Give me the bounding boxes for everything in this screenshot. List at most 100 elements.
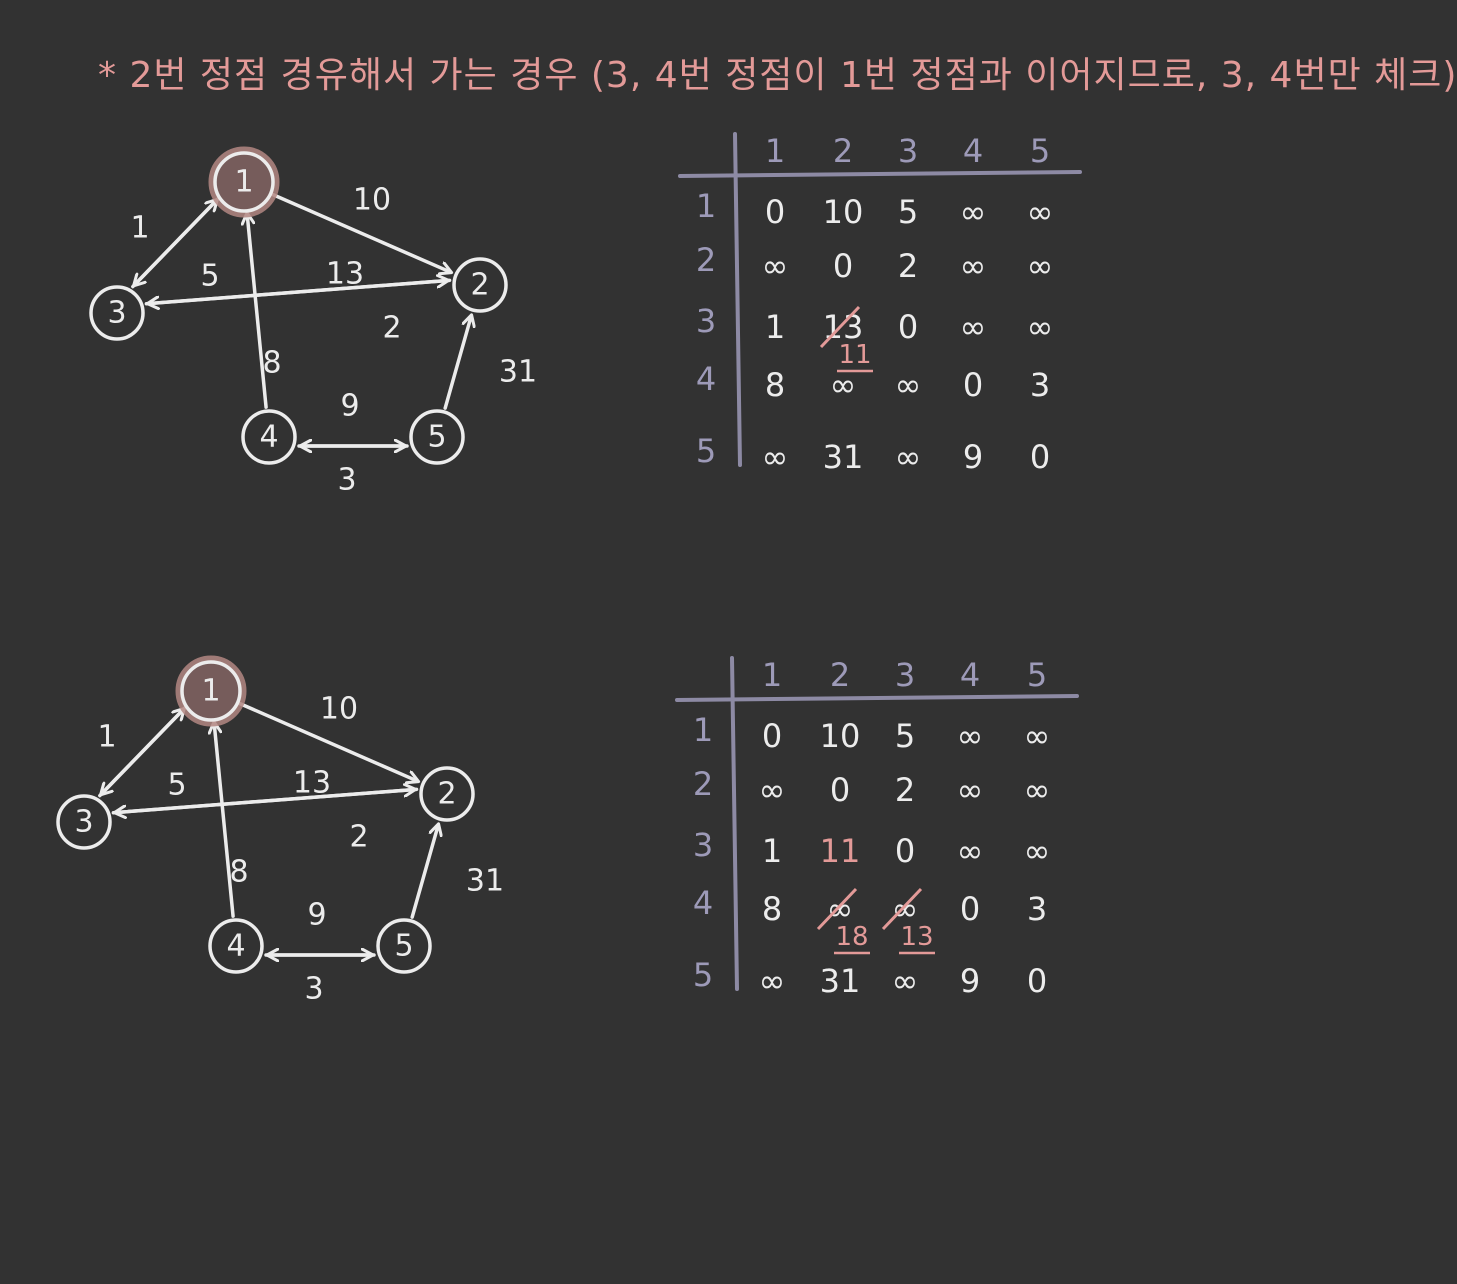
cell-r3-c2: 11 <box>820 832 861 870</box>
edge-weight-5-4: 9 <box>307 898 326 933</box>
row-header-3: 3 <box>693 826 713 864</box>
cell-r1-c3: 5 <box>898 193 918 231</box>
node-highlight-ring <box>208 146 280 218</box>
edge-weight-4-5: 3 <box>337 463 356 498</box>
edge-weight-3-1: 1 <box>97 720 116 755</box>
cell-r2-c5: ∞ <box>1027 247 1054 285</box>
cell-r5-c5: 0 <box>1030 438 1050 476</box>
edge-weight-4-5: 3 <box>304 972 323 1007</box>
col-header-4: 4 <box>960 656 980 694</box>
cell-r2-c3: 2 <box>895 771 915 809</box>
node-2-circle <box>419 766 475 822</box>
cell-r5-c3: ∞ <box>892 962 919 1000</box>
cell-new-value: 18 <box>835 922 868 952</box>
edge-2-to-3 <box>115 787 419 812</box>
cell-r2-c2: 0 <box>833 247 853 285</box>
cell-r1-c4: ∞ <box>960 193 987 231</box>
node-5-label: 5 <box>394 929 413 964</box>
edge-2-to-3 <box>148 278 452 303</box>
cell-r3-c5: ∞ <box>1024 832 1051 870</box>
edge-weight-4-1: 8 <box>262 346 281 381</box>
cell-r4-c5: 3 <box>1027 890 1047 928</box>
edge-5-to-2 <box>443 316 471 410</box>
cell-r3-c3: 0 <box>895 832 915 870</box>
node-3-label: 3 <box>107 296 126 331</box>
cell-r2-c1: ∞ <box>759 771 786 809</box>
strike-mark <box>881 887 923 931</box>
edge-weight-1-3: 5 <box>167 768 186 803</box>
cell-r2-c3: 2 <box>898 247 918 285</box>
cell-r5-c4: 9 <box>963 438 983 476</box>
edge-weight-3-1: 1 <box>130 211 149 246</box>
cell-r2-c1: ∞ <box>762 247 789 285</box>
row-header-2: 2 <box>693 765 713 803</box>
cell-r4-c1: 8 <box>762 890 782 928</box>
edge-4-to-1 <box>214 723 235 918</box>
cell-r4-c3: ∞ <box>895 366 922 404</box>
row-header-5: 5 <box>693 956 713 994</box>
cell-r1-c1: 0 <box>762 717 782 755</box>
node-1-circle <box>180 660 242 722</box>
edge-1-to-2 <box>236 701 417 781</box>
edge-4-to-1 <box>247 214 268 409</box>
node-2-label: 2 <box>470 268 489 303</box>
cell-r3-c5: ∞ <box>1027 308 1054 346</box>
edge-weight-5-2: 31 <box>466 864 504 899</box>
matrix-row-divider <box>733 132 742 467</box>
node-2-circle <box>452 257 508 313</box>
node-3-circle <box>89 285 145 341</box>
cell-r1-c4: ∞ <box>957 717 984 755</box>
node-highlight-ring <box>175 655 247 727</box>
edge-weight-4-1: 8 <box>229 855 248 890</box>
cell-r5-c1: ∞ <box>759 962 786 1000</box>
matrix-header-divider <box>678 170 1082 178</box>
cell-r1-c3: 5 <box>895 717 915 755</box>
edge-weight-1-2: 10 <box>353 183 391 218</box>
row-header-1: 1 <box>696 187 716 225</box>
node-5-label: 5 <box>427 420 446 455</box>
cell-r5-c2: 31 <box>823 438 864 476</box>
edge-1-to-2 <box>269 192 450 272</box>
cell-r2-c4: ∞ <box>957 771 984 809</box>
node-3-circle <box>56 794 112 850</box>
col-header-2: 2 <box>830 656 850 694</box>
edge-5-to-2 <box>410 825 438 919</box>
cell-r1-c2: 10 <box>823 193 864 231</box>
node-5-circle <box>409 409 465 465</box>
cell-r1-c5: ∞ <box>1027 193 1054 231</box>
cell-r2-c5: ∞ <box>1024 771 1051 809</box>
col-header-1: 1 <box>765 132 785 170</box>
cell-new-value: 11 <box>838 340 871 370</box>
cell-r5-c5: 0 <box>1027 962 1047 1000</box>
row-header-4: 4 <box>693 884 713 922</box>
cell-r2-c2: 0 <box>830 771 850 809</box>
page-title: * 2번 정점 경유해서 가는 경우 (3, 4번 정점이 1번 정점과 이어지… <box>98 55 1457 96</box>
edge-weight-2-3: 2 <box>349 820 368 855</box>
cell-r3-c3: 0 <box>898 308 918 346</box>
strike-mark <box>819 305 861 349</box>
row-header-2: 2 <box>696 241 716 279</box>
node-4-label: 4 <box>259 420 278 455</box>
cell-new-value: 13 <box>900 922 933 952</box>
col-header-3: 3 <box>895 656 915 694</box>
cell-r5-c4: 9 <box>960 962 980 1000</box>
node-5-circle <box>376 918 432 974</box>
col-header-3: 3 <box>898 132 918 170</box>
strike-mark <box>816 887 858 931</box>
node-2-label: 2 <box>437 777 456 812</box>
node-1-label: 1 <box>234 165 253 200</box>
row-header-4: 4 <box>696 360 716 398</box>
matrix-row-divider <box>730 656 739 991</box>
edge-weight-5-2: 31 <box>499 355 537 390</box>
row-header-3: 3 <box>696 302 716 340</box>
cell-r4-c1: 8 <box>765 366 785 404</box>
cell-r5-c3: ∞ <box>895 438 922 476</box>
col-header-1: 1 <box>762 656 782 694</box>
cell-r4-c4: 0 <box>963 366 983 404</box>
row-header-5: 5 <box>696 432 716 470</box>
cell-r4-c2: ∞ <box>830 366 857 404</box>
